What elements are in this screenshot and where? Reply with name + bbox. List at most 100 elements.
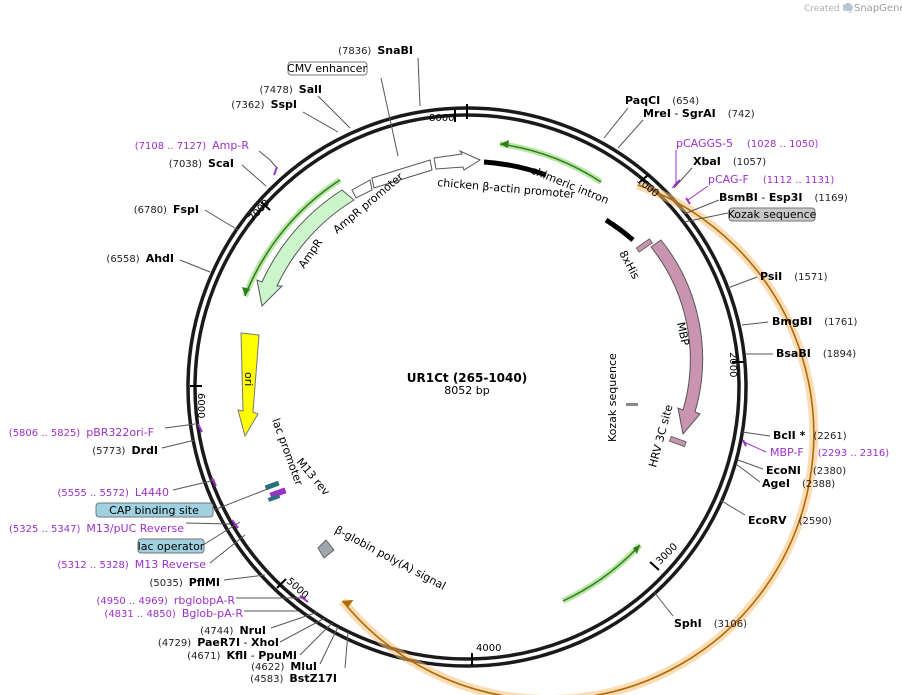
pcaggs-primer-mark (673, 179, 681, 187)
leader-kfli (299, 622, 333, 656)
tick-mark-5000 (276, 578, 287, 589)
leader-psii (727, 276, 758, 289)
credit-brand: SnapGene (854, 3, 902, 14)
leader-sphi (653, 591, 674, 617)
leader-econi (737, 459, 764, 470)
hrv-site-feature (668, 435, 687, 448)
lacop-label: lac operator (138, 540, 205, 553)
cmv-box (287, 61, 368, 76)
orf-arrowhead (342, 599, 354, 608)
site-xbai: XbaI(1057) (693, 155, 766, 168)
site-econi: EcoNI(2380) (766, 464, 846, 477)
site-bstz17i: (4583)BstZ17I (250, 672, 337, 685)
primer-amp-r: (7108 .. 7127)Amp-R (135, 139, 250, 152)
cmv-label: CMV enhancer (287, 62, 367, 75)
rbglobpa-primer-mark (299, 595, 309, 603)
pcag-f-primer-mark (685, 197, 691, 205)
site-paqci: PaqCI(654) (625, 94, 699, 107)
leader-cap (213, 487, 271, 511)
tick-label-8000: 8000 (429, 113, 454, 124)
right-sites: PaqCI(654) MreI - SgrAI(742) XbaI(1057) … (625, 94, 858, 630)
green-arc-bottom (562, 544, 641, 602)
globin-polya-feature (317, 539, 335, 559)
site-ahdi: (6558)AhdI (106, 252, 174, 265)
primer-m13-puc-reverse: (5325 .. 5347)M13/pUC Reverse (9, 522, 184, 535)
leader-kozak (683, 212, 729, 223)
green-arc-left-arrowhead (242, 287, 250, 296)
plasmid-length: 8052 bp (444, 384, 489, 397)
tick-mark-1000 (639, 173, 650, 183)
leader-pbr322ori-f (164, 423, 196, 429)
primer-m13-reverse: (5312 .. 5328)M13 Reverse (57, 558, 206, 571)
chimeric-intron-arc-2 (604, 217, 635, 242)
label-ori: ori (242, 372, 255, 386)
leader-pcaggs-5 (671, 150, 677, 189)
tick-mark-3000 (649, 561, 660, 571)
leader-bsmbi (683, 199, 720, 215)
his-tag-feature (635, 238, 653, 253)
site-paer7i-xhoi: (4729)PaeR7I - XhoI (158, 636, 279, 649)
leader-drdi (161, 439, 196, 449)
scale-ticks (190, 110, 744, 665)
label-globin: β-globin poly(A) signal (333, 523, 448, 593)
cap-box (95, 502, 214, 518)
leader-sali (317, 95, 351, 129)
right-primers: pCAGGS-5(1028 .. 1050) pCAG-F(1112 .. 11… (676, 137, 889, 459)
ampr-feature (256, 189, 355, 308)
m13puc-primer-mark (231, 519, 239, 529)
site-bsmbi-esp3i: BsmBI - Esp3I(1169) (719, 191, 848, 204)
primer-pcaggs-5: pCAGGS-5(1028 .. 1050) (676, 137, 819, 150)
site-snabi: (7836)SnaBI (338, 44, 413, 57)
green-arc-top (499, 143, 602, 183)
left-primers: (7108 .. 7127)Amp-R (5806 .. 5825)pBR322… (9, 139, 250, 620)
tick-label-2000: 2000 (727, 352, 738, 377)
leader-paer7i (279, 617, 326, 643)
leader-mbp-f (743, 441, 767, 453)
primer-rbglobpa-r: (4950 .. 4969)rbglobpA-R (96, 594, 235, 607)
leader-paqci (603, 107, 629, 139)
kozak-box (728, 207, 816, 222)
leader-snabi (417, 57, 421, 107)
site-bcli: BclI *(2261) (773, 429, 847, 442)
site-agei: AgeI(2388) (762, 477, 835, 490)
leader-mrei (617, 119, 644, 149)
site-fspi: (6780)FspI (134, 203, 199, 216)
leader-bcli (741, 431, 771, 437)
leader-mlui (319, 626, 339, 665)
tick-label-6000: 6000 (195, 393, 206, 418)
leader-l4440 (172, 479, 216, 491)
leader-m13-reverse (209, 534, 246, 564)
cap-label: CAP binding site (109, 504, 199, 517)
site-scai: (7038)ScaI (169, 157, 234, 170)
primer-l4440: (5555 .. 5572)L4440 (57, 486, 169, 499)
snapgene-credit: Created by SnapGene (804, 3, 902, 14)
m13-rev-feature (269, 487, 287, 499)
label-mbp: MBP (674, 321, 692, 347)
kozak-label: Kozak sequence (728, 208, 817, 221)
leader-cmv (380, 77, 399, 157)
label-lac-promoter: lac promoter (269, 417, 305, 488)
amp-r-primer-mark (273, 166, 278, 176)
site-sphi: SphI(3106) (674, 617, 747, 630)
leader-pflmi (223, 574, 266, 581)
leader-bmgbi (741, 321, 769, 326)
leader-pcag-f (687, 185, 709, 201)
label-kozak-inner: Kozak sequence (606, 353, 619, 442)
leader-sspi (302, 111, 339, 133)
green-arc-top-arrowhead (500, 140, 509, 148)
site-drdi: (5773)DrdI (92, 444, 158, 457)
leader-ecorv (719, 499, 746, 516)
site-sspi: (7362)SspI (231, 98, 297, 111)
site-pflmi: (5035)PflMI (149, 576, 220, 589)
label-hrv: HRV 3C site (646, 403, 675, 469)
green-arc-left (244, 179, 341, 297)
leader-xbai (673, 167, 693, 189)
site-mlui: (4622)MluI (251, 660, 317, 673)
site-bmgbi: BmgBI(1761) (772, 315, 858, 328)
ori-feature (237, 332, 260, 438)
promoter-small-arrow (351, 179, 373, 199)
orf-arc (341, 184, 815, 695)
site-bsabi: BsaBI(1894) (776, 347, 856, 360)
leader-lines (161, 57, 773, 669)
